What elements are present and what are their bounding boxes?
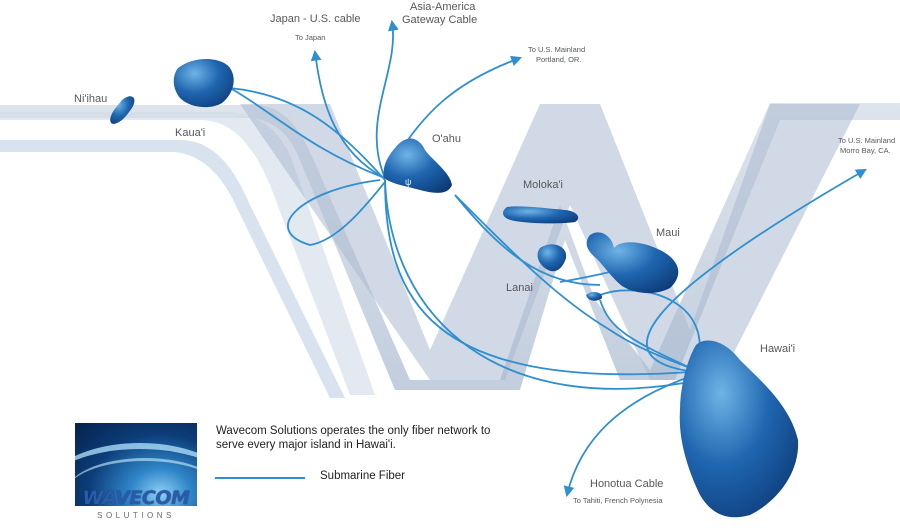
legend-fiber-line xyxy=(215,477,305,479)
label-hawaii: Hawai'i xyxy=(760,343,795,355)
logo-subtitle: SOLUTIONS xyxy=(97,511,175,520)
cable-kauai-oahu xyxy=(229,87,386,179)
label-morro-1: To U.S. Mainland xyxy=(838,136,895,145)
label-maui: Maui xyxy=(656,227,680,239)
cable-kauai-oahu-2 xyxy=(229,87,386,181)
label-japan-us-cable: Japan - U.S. cable xyxy=(270,13,361,25)
cable-honotua xyxy=(563,374,696,498)
submarine-fiber-cables xyxy=(229,19,867,498)
island-maui xyxy=(586,232,679,294)
cable-japan-us xyxy=(310,49,386,179)
island-kahoolawe xyxy=(586,292,603,301)
cable-oahu-maui xyxy=(454,194,696,371)
label-oahu: O'ahu xyxy=(432,133,461,145)
cable-molokai xyxy=(454,194,601,286)
cable-morro-bay xyxy=(645,168,867,373)
island-oahu xyxy=(383,138,452,193)
island-niihau xyxy=(110,96,135,124)
island-hawaii xyxy=(679,340,799,518)
cable-asia-america xyxy=(375,19,399,179)
label-lanai: Lanai xyxy=(506,282,533,294)
island-lanai xyxy=(537,244,567,272)
label-niihau: Ni'ihau xyxy=(74,93,107,105)
cable-labels: Japan - U.S. cable To Japan Asia-America… xyxy=(270,1,895,505)
island-labels: Ni'ihau Kaua'i O'ahu Moloka'i Lanai Maui… xyxy=(74,93,795,355)
cable-oahu-hawaii-2 xyxy=(384,179,701,390)
label-molokai: Moloka'i xyxy=(523,179,563,191)
logo-wordmark: WAVECOM xyxy=(82,487,190,509)
network-description: Wavecom Solutions operates the only fibe… xyxy=(216,425,491,451)
label-kauai: Kaua'i xyxy=(175,127,205,139)
label-asia-america-1: Asia-America xyxy=(410,1,476,13)
cable-maui-hawaii xyxy=(599,299,696,371)
label-honotua: Honotua Cable xyxy=(590,478,663,490)
wavecom-logo: WAVECOM SOLUTIONS xyxy=(70,423,202,525)
background-w-watermark xyxy=(0,103,900,398)
island-kauai xyxy=(173,58,234,108)
legend-fiber-label: Submarine Fiber xyxy=(320,470,406,482)
label-asia-america-2: Gateway Cable xyxy=(402,14,477,26)
cable-oahu-loop xyxy=(287,179,386,246)
cable-oahu-hawaii xyxy=(384,179,691,376)
label-morro-2: Morro Bay, CA. xyxy=(840,146,891,155)
label-to-japan: To Japan xyxy=(295,33,325,42)
islands: ψ xyxy=(110,58,799,518)
logo-emblem xyxy=(75,423,197,506)
label-portland-1: To U.S. Mainland xyxy=(528,45,585,54)
label-tahiti: To Tahiti, French Polynesia xyxy=(573,496,663,505)
island-molokai xyxy=(503,206,579,224)
label-portland-2: Portland, OR. xyxy=(536,55,581,64)
oahu-hub-icon: ψ xyxy=(405,177,411,187)
